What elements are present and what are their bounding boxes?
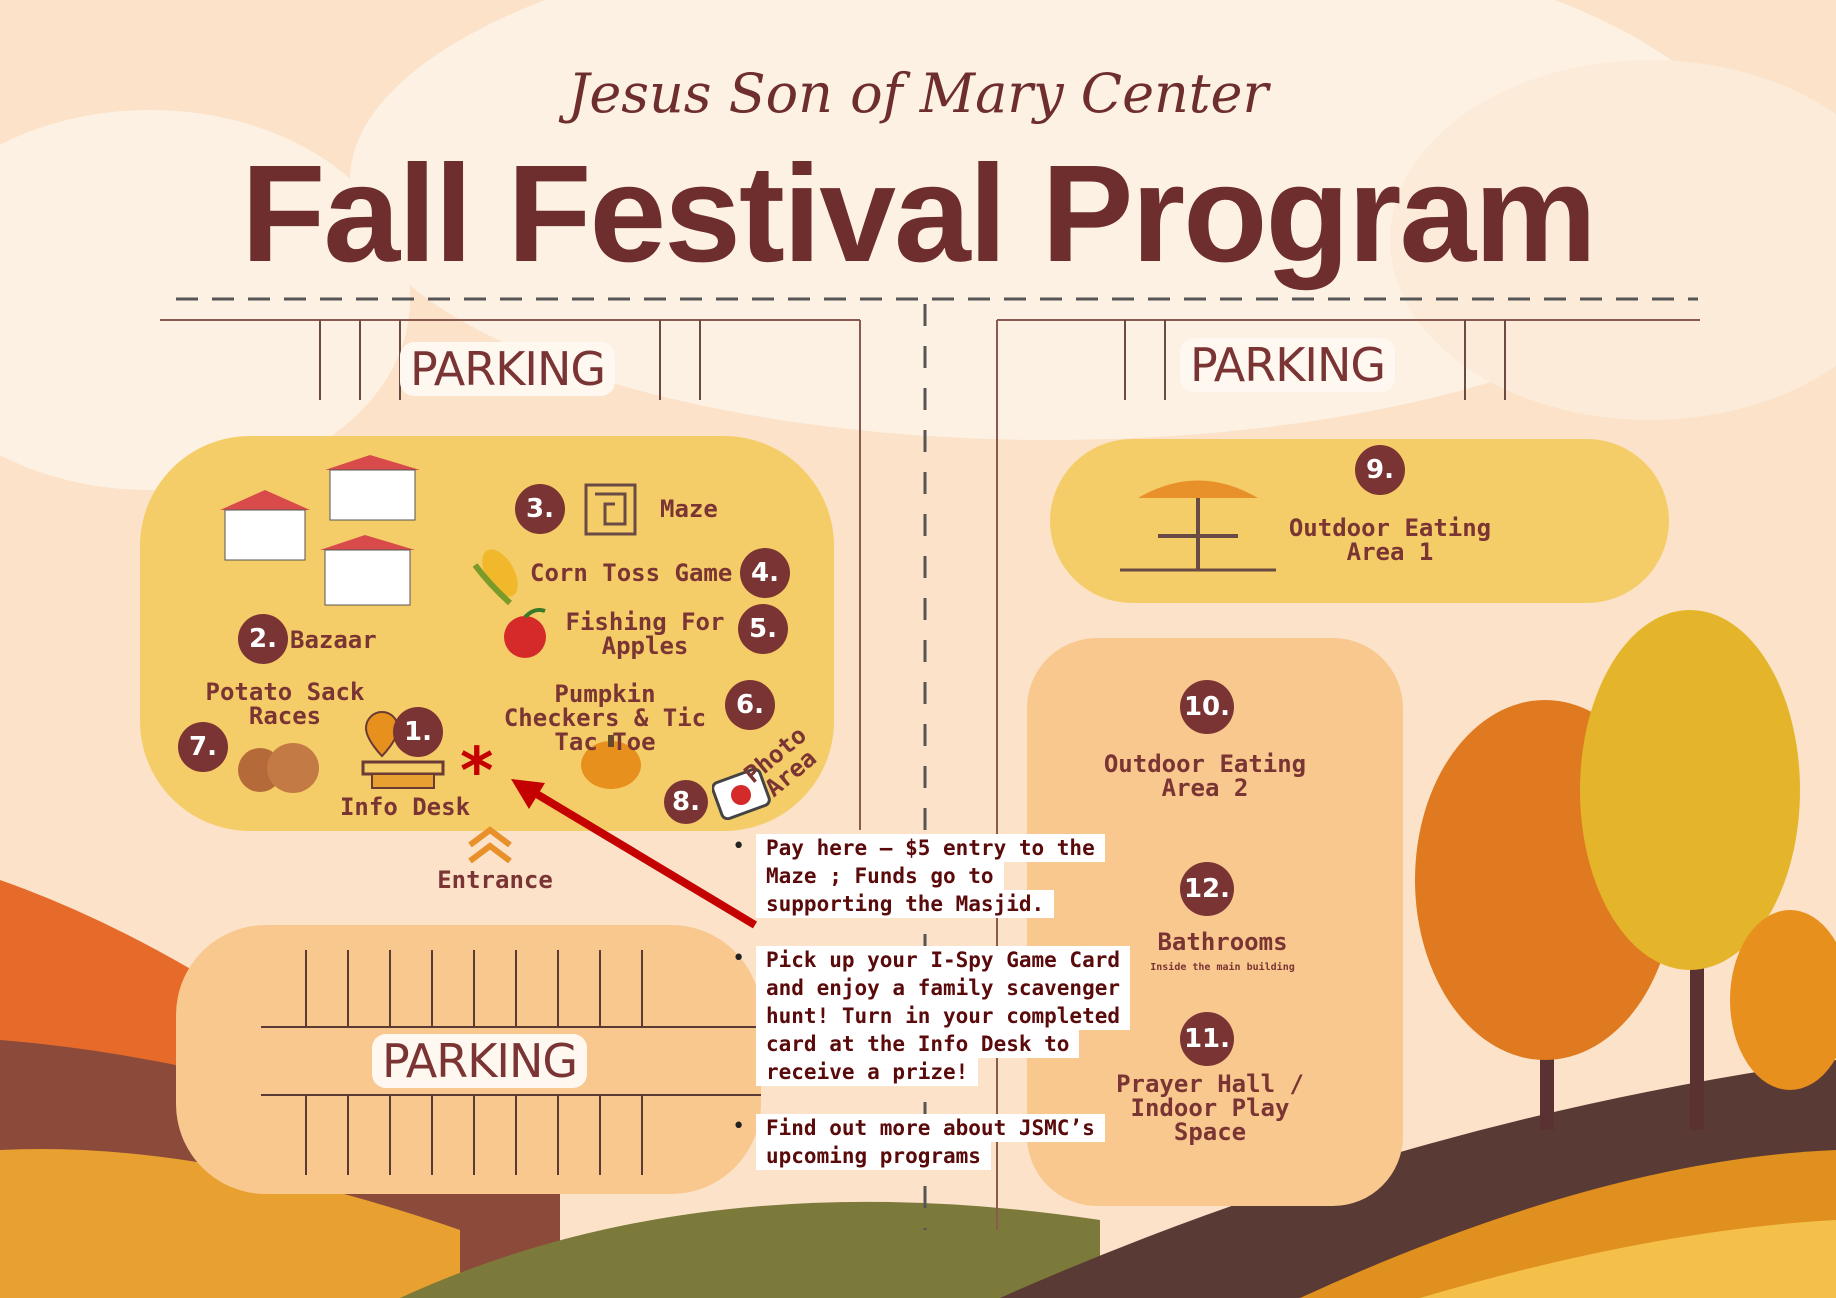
note-item: Pick up your I-Spy Game Card and enjoy a… [732,946,1131,1086]
parking-label-top-left: PARKING [400,342,616,396]
station-label-pumpkin-checkers: Pumpkin Checkers & Tic Tac Toe [503,680,707,756]
station-label-maze: Maze [660,495,718,523]
station-number-6: 6. [725,680,775,730]
entrance-arrow-icon [468,826,512,864]
info-desk-notes: Pay here – $5 entry to the Maze ; Funds … [732,834,1131,1198]
station-label-prayer-hall: Prayer Hall / Indoor Play Space [1116,1070,1304,1146]
station-number-3: 3. [515,484,565,534]
trees [1415,610,1836,1130]
station-number-12: 12. [1180,862,1234,916]
station-label-eating-1: Outdoor Eating Area 1 [1288,514,1492,566]
station-number-7: 7. [178,722,228,772]
station-number-8: 8. [664,780,708,824]
station-number-9: 9. [1355,445,1405,495]
note-item: Pay here – $5 entry to the Maze ; Funds … [732,834,1122,918]
asterisk-marker: * [460,735,494,809]
maze-icon [584,483,637,536]
station-label-bathrooms: Bathrooms [1157,928,1288,956]
info-desk-icon [361,710,445,789]
parking-label-bottom: PARKING [372,1034,588,1088]
station-number-10: 10. [1180,680,1234,734]
bazaar-tents-icon [220,455,420,606]
station-label-potato-sack: Potato Sack Races [205,678,365,730]
page-title: Fall Festival Program [241,137,1597,291]
station-number-11: 11. [1180,1012,1234,1066]
station-label-corn-toss: Corn Toss Game [530,559,733,587]
station-number-4: 4. [740,548,790,598]
station-label-eating-2: Outdoor Eating Area 2 [1103,750,1307,802]
station-label-bazaar: Bazaar [290,626,377,654]
station-number-1: 1. [393,707,443,757]
center-name: Jesus Son of Mary Center [567,62,1269,125]
picnic-table-icon [1120,480,1276,572]
camera-icon [712,767,771,820]
entrance-label: Entrance [437,866,553,894]
pointer-arrow [511,779,758,929]
apple-icon [504,607,546,658]
note-item: Find out more about JSMC’s upcoming prog… [732,1114,1122,1170]
corn-icon [472,549,518,605]
station-number-2: 2. [238,614,288,664]
potato-sacks-icon [238,743,319,793]
station-number-5: 5. [738,604,788,654]
bathrooms-note: Inside the main building [1150,962,1295,973]
station-label-info-desk: Info Desk [339,793,471,821]
station-label-fishing-apples: Fishing For Apples [565,608,725,660]
parking-label-top-right: PARKING [1180,338,1396,392]
pumpkin-icon [581,735,641,789]
